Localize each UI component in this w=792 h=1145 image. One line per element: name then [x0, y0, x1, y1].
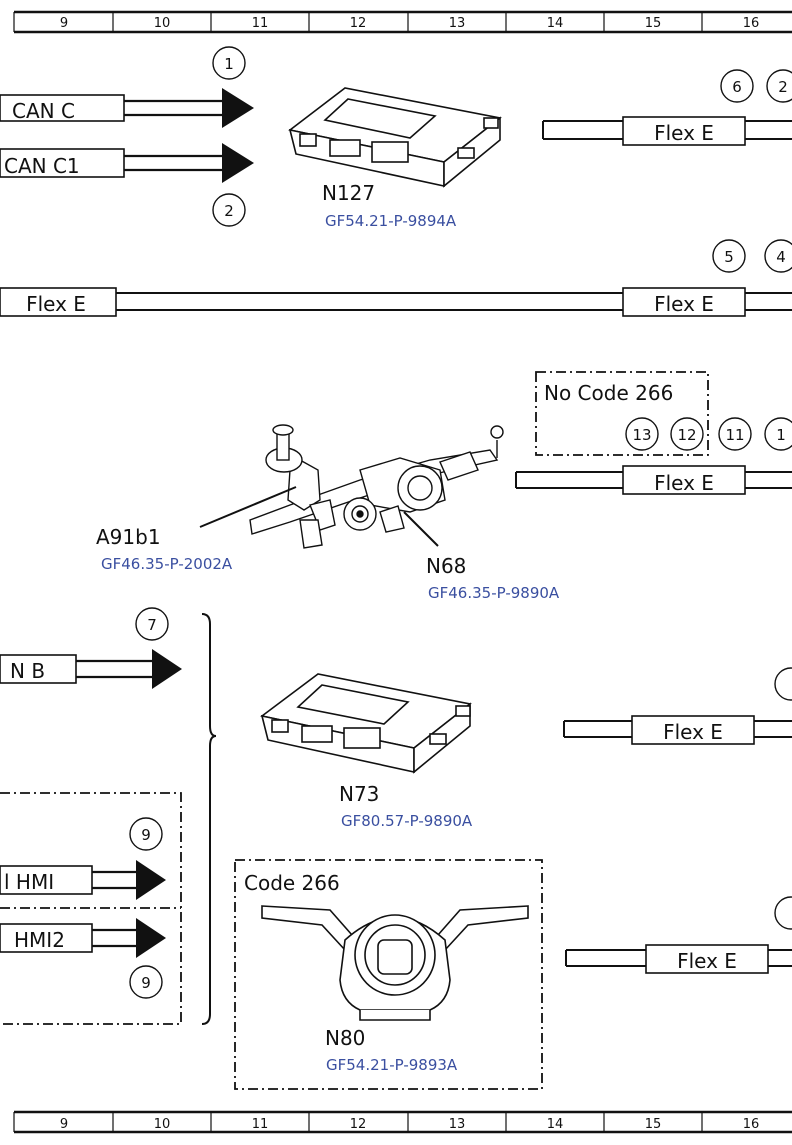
- code-266-box: Code 266: [234, 859, 543, 1090]
- svg-text:1: 1: [224, 55, 234, 73]
- ruler-number: 16: [743, 1117, 760, 1132]
- n68-ref: GF46.35-P-9890A: [428, 584, 560, 602]
- brace: [201, 613, 217, 1025]
- svg-text:12: 12: [677, 426, 696, 444]
- control-unit-n73: [260, 673, 472, 774]
- svg-text:6: 6: [732, 78, 742, 96]
- ruler-number: 15: [645, 16, 662, 31]
- callout: 4: [764, 239, 792, 273]
- steering-column-module-n80: [261, 905, 529, 1021]
- callout: 2: [212, 193, 246, 227]
- ruler-number: 9: [60, 1117, 68, 1132]
- svg-text:4: 4: [776, 248, 786, 266]
- svg-text:2: 2: [778, 78, 788, 96]
- a91b1-leader: [199, 486, 297, 528]
- callout-partial: [774, 667, 792, 701]
- flex-e-label: Flex E: [26, 292, 86, 316]
- ruler-number: 10: [154, 1117, 171, 1132]
- flex-e-bus: Flex E: [563, 715, 792, 745]
- top-ruler: 9 10 11 12 13 14 15 16: [13, 10, 792, 34]
- flex-e-bus: Flex E: [515, 465, 792, 495]
- n127-label: N127: [322, 181, 375, 205]
- n80-ref: GF54.21-P-9893A: [326, 1056, 458, 1074]
- n73-ref: GF80.57-P-9890A: [341, 812, 473, 830]
- bottom-ruler: 9 10 11 12 13 14 15 16: [13, 1110, 792, 1134]
- ruler-number: 13: [449, 1117, 466, 1132]
- flex-e-label: Flex E: [654, 121, 714, 145]
- ruler-number: 12: [350, 1117, 367, 1132]
- can-c-label: CAN C: [12, 99, 75, 123]
- n127-ref: GF54.21-P-9894A: [325, 212, 457, 230]
- ruler-number: 10: [154, 16, 171, 31]
- ruler-number: 14: [547, 16, 564, 31]
- callout: 2: [766, 69, 792, 103]
- steering-rack-illustration: [249, 424, 504, 549]
- flex-e-bus: Flex E: [565, 944, 792, 974]
- flex-e-label: Flex E: [654, 471, 714, 495]
- can-b-bus: N B: [0, 649, 182, 689]
- a91b1-label: A91b1: [96, 525, 161, 549]
- n68-label: N68: [426, 554, 466, 578]
- n68-leader: [403, 511, 439, 547]
- hmi-box: [0, 792, 182, 1025]
- callout: 1: [212, 46, 246, 80]
- arrow-head-icon: [152, 649, 182, 689]
- callout: 9: [129, 965, 163, 999]
- flex-e-label: Flex E: [663, 720, 723, 744]
- callout: 1: [764, 417, 792, 451]
- flex-e-label: Flex E: [654, 292, 714, 316]
- can-b-label: N B: [10, 659, 45, 683]
- arrow-head-icon: [136, 860, 166, 900]
- n73-label: N73: [339, 782, 379, 806]
- svg-text:11: 11: [725, 426, 744, 444]
- svg-text:5: 5: [724, 248, 734, 266]
- ruler-number: 12: [350, 16, 367, 31]
- n80-label: N80: [325, 1026, 365, 1050]
- flex-e-label: Flex E: [677, 949, 737, 973]
- ruler-number: 11: [252, 1117, 269, 1132]
- arrow-head-icon: [222, 143, 254, 183]
- svg-text:9: 9: [141, 974, 151, 992]
- ruler-number: 15: [645, 1117, 662, 1132]
- callout: 5: [712, 239, 746, 273]
- ruler-number: 16: [743, 16, 760, 31]
- callout-partial: [774, 896, 792, 930]
- hmi2-bus: HMI2: [0, 918, 166, 958]
- arrow-head-icon: [136, 918, 166, 958]
- ruler-number: 14: [547, 1117, 564, 1132]
- svg-text:7: 7: [147, 616, 157, 634]
- can-c1-label: CAN C1: [4, 154, 80, 178]
- ruler-number: 11: [252, 16, 269, 31]
- hmi2-label: HMI2: [14, 928, 65, 952]
- flex-e-bus-long: Flex E Flex E: [0, 287, 792, 317]
- can-c1-bus: CAN C1: [0, 143, 254, 183]
- ruler-number: 13: [449, 16, 466, 31]
- callout: 11: [718, 417, 752, 451]
- callout: 6: [720, 69, 754, 103]
- ruler-number: 9: [60, 16, 68, 31]
- svg-text:1: 1: [776, 426, 786, 444]
- code-266-label: Code 266: [244, 871, 340, 895]
- callout: 9: [129, 817, 163, 851]
- flex-e-bus: Flex E: [542, 116, 792, 146]
- callout: 7: [135, 607, 169, 641]
- callout: 12: [670, 417, 704, 451]
- control-unit-n127: [288, 87, 502, 188]
- a91b1-ref: GF46.35-P-2002A: [101, 555, 233, 573]
- no-code-266-box: No Code 266: [535, 371, 709, 456]
- svg-text:2: 2: [224, 202, 234, 220]
- arrow-head-icon: [222, 88, 254, 128]
- no-code-266-label: No Code 266: [544, 381, 673, 405]
- svg-text:9: 9: [141, 826, 151, 844]
- hmi-bus: l HMI: [0, 860, 166, 900]
- svg-text:13: 13: [632, 426, 651, 444]
- callout: 13: [625, 417, 659, 451]
- can-c-bus: CAN C: [0, 88, 254, 128]
- hmi-label: l HMI: [4, 870, 54, 894]
